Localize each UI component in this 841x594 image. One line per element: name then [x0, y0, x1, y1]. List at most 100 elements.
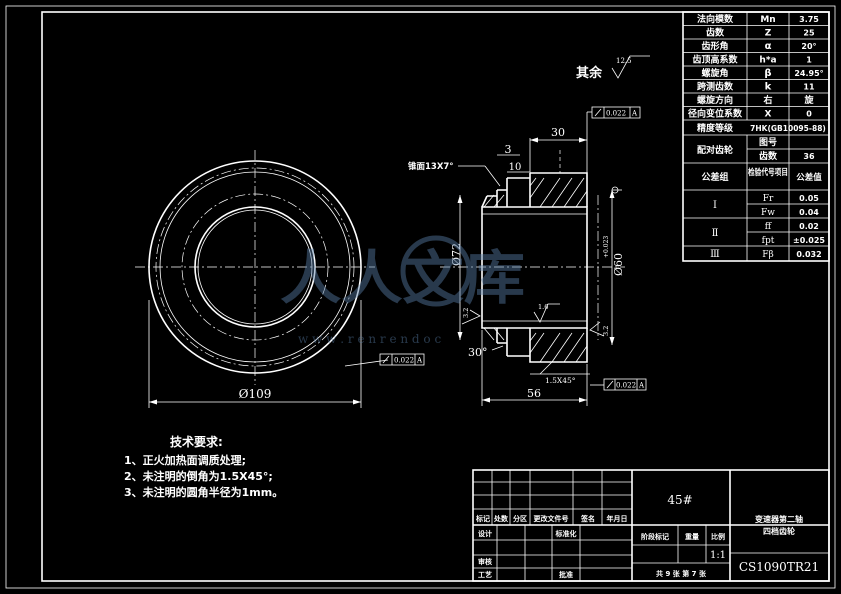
shift-symbol: X — [765, 110, 772, 120]
tol-code-4: Fβ — [762, 250, 773, 260]
title-block: 标记 处数 分区 更改文件号 签名 年月日 设计 标准化 审核 工艺 批准 45… — [472, 469, 830, 582]
tb-weight-label: 重量 — [685, 532, 699, 541]
technical-requirements: 技术要求: 1、正火加热面调质处理; 2、未注明的倒角为1.5X45°; 3、未… — [124, 434, 283, 499]
front-view: Ø109 0.022 A — [135, 150, 425, 408]
param-label-5: 跨测齿数 — [697, 81, 734, 93]
tb-part-name-2: 四档齿轮 — [763, 526, 795, 536]
inner-frame — [41, 11, 830, 582]
tol-code-1: Fw — [761, 208, 775, 218]
watermark: 人人文库 w w w . r e n r e n d o c — [280, 235, 525, 346]
mating-teeth: 齿数 — [759, 150, 778, 162]
tol-value-1: 0.04 — [799, 208, 819, 217]
surface-rest-label: 其余 — [576, 65, 603, 81]
tolerance-value-label: 公差值 — [796, 172, 822, 183]
tb-scale-label: 比例 — [711, 532, 725, 541]
rev-header-0: 标记 — [475, 514, 490, 523]
tol-code-0: Fr — [763, 194, 774, 204]
tol-frame-3-datum: A — [638, 382, 645, 390]
tech-item-3: 3、未注明的圆角半径为1mm。 — [124, 485, 283, 499]
param-value-2: 20° — [801, 42, 816, 51]
spline-note: 锥面13X7° — [408, 161, 454, 172]
dim-a30: 30° — [468, 346, 488, 359]
tb-part-name: 变速器第二轴 — [755, 514, 803, 524]
roughness-1-6-icon — [533, 303, 560, 323]
tb-review: 审核 — [478, 557, 492, 566]
param-value-1: 25 — [803, 29, 815, 38]
dim-d60-tol: +0.023 — [603, 236, 610, 258]
tb-approve: 批准 — [559, 570, 573, 579]
param-value-3: 1 — [806, 56, 812, 65]
precision-value: 7HK(GB10095-88) — [750, 124, 826, 133]
tol-frame-1-datum: A — [416, 357, 423, 365]
runout-frame-1 — [379, 353, 425, 366]
surface-rest-value: 12.5 — [616, 57, 632, 65]
rev-header-3: 更改文件号 — [534, 514, 569, 523]
section-hatching — [483, 177, 588, 363]
param-label-1: 齿数 — [706, 27, 725, 39]
tol-group-0: Ⅰ — [713, 200, 717, 211]
watermark-url: w w w . r e n r e n d o c — [298, 332, 441, 346]
watermark-text: 人人文库 — [280, 244, 525, 312]
roughness-symbol-icon — [611, 55, 650, 79]
pitch-circle — [155, 167, 355, 367]
param-label-3: 齿顶高系数 — [692, 54, 738, 66]
rev-header-2: 分区 — [513, 514, 527, 523]
param-symbol-2: α — [765, 41, 772, 52]
tol-code-3: fpt — [762, 236, 775, 246]
tol-value-2: 0.02 — [799, 222, 819, 231]
param-label-4: 螺旋角 — [701, 67, 728, 79]
tol-frame-3-value: 0.022 — [616, 382, 636, 390]
watermark-logo-icon — [400, 235, 472, 307]
tb-std: 标准化 — [555, 529, 577, 538]
tb-material: 45# — [667, 493, 692, 507]
tol-code-2: ff — [765, 222, 772, 232]
helix-label: 螺旋方向 — [697, 94, 733, 106]
tb-sheet-info: 共 9 张 第 7 张 — [656, 569, 707, 578]
tb-process: 工艺 — [478, 570, 492, 579]
tech-item-1: 1、正火加热面调质处理; — [124, 453, 246, 467]
mating-drawing-no: 图号 — [759, 137, 777, 148]
tol-frame-1-value: 0.022 — [394, 357, 414, 365]
root-circle — [159, 171, 351, 363]
tol-group-4: Ⅲ — [710, 249, 720, 260]
dim-d60: Ø60 — [612, 253, 625, 276]
param-value-4: 24.95° — [794, 69, 823, 78]
tolerance-item-label: 检验代号项目 — [748, 167, 788, 178]
tb-design: 设计 — [478, 529, 492, 538]
param-value-5: 11 — [803, 83, 815, 92]
rev-header-4: 签名 — [580, 514, 595, 523]
tip-circle — [148, 160, 362, 374]
tol-group-2: Ⅱ — [712, 228, 719, 239]
section-view: Ø72 Ø60 +0.023 56 30 3 10 锥面13X7° 1.6 3.… — [408, 106, 647, 406]
shift-label: 径向变位系数 — [688, 108, 743, 120]
tb-drawing-no: CS1090TR21 — [739, 560, 819, 574]
parameter-table: 法向模数 Mn 3.75 齿数 Z 25 齿形角 α 20° 齿顶高系数 h*a… — [682, 11, 830, 262]
param-symbol-4: β — [764, 68, 771, 79]
rev-header-1: 处数 — [493, 514, 509, 523]
runout-arrow-icon — [382, 355, 390, 364]
tol-frame-2-datum: A — [631, 110, 638, 118]
param-label-2: 齿形角 — [701, 40, 728, 52]
tol-value-0: 0.05 — [799, 194, 819, 203]
param-label-0: 法向模数 — [697, 13, 734, 25]
dim-l3: 3 — [505, 143, 512, 156]
runout-frame-2 — [591, 106, 641, 119]
param-symbol-5: k — [765, 82, 772, 93]
shift-value: 0 — [806, 110, 812, 119]
runout-frame-3 — [603, 378, 647, 391]
param-symbol-0: Mn — [760, 15, 775, 25]
ra-3-2-right: 3.2 — [602, 326, 610, 336]
param-value-0: 3.75 — [799, 15, 819, 24]
param-symbol-3: h*a — [759, 56, 776, 66]
surface-roughness-rest: 其余 12.5 — [576, 55, 650, 81]
dim-l10: 10 — [509, 162, 522, 173]
tb-scale: 1:1 — [710, 550, 726, 561]
hub-circle — [181, 193, 329, 341]
dim-chamfer: 1.5X45° — [545, 376, 576, 385]
tol-value-4: 0.032 — [796, 250, 821, 259]
dim-l56: 56 — [527, 387, 541, 400]
tb-stage-label: 阶段标记 — [641, 532, 669, 541]
dim-d109: Ø109 — [239, 387, 272, 401]
tol-value-3: ±0.025 — [793, 236, 825, 245]
